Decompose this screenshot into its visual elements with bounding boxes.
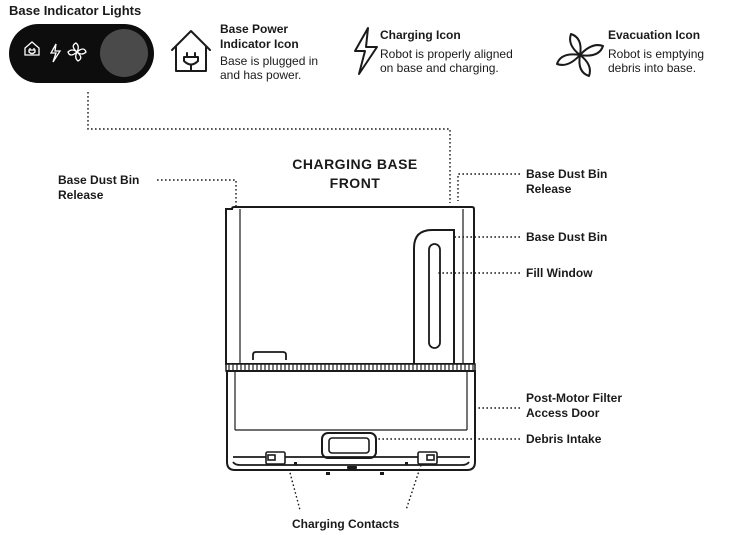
charging-icon-description: Robot is properly aligned on base and ch…	[380, 47, 513, 75]
indicator-light-panel	[9, 24, 154, 83]
callout-dust-bin-release-left: Base Dust Bin Release	[58, 173, 140, 202]
leader-contact-left	[288, 468, 301, 511]
knurled-band	[225, 363, 476, 372]
fill-window-frame	[413, 229, 455, 364]
indicator-panel-title: Base Indicator Lights	[9, 3, 142, 18]
indicator-charging-icon	[49, 43, 62, 63]
leader-dust-bin-release-left	[157, 179, 237, 206]
house-plug-icon	[171, 30, 211, 72]
base-title: CHARGING BASE FRONT	[292, 156, 418, 191]
callout-post-motor-filter: Post-Motor Filter Access Door	[526, 391, 622, 420]
bin-handle	[252, 351, 287, 360]
callout-debris-intake: Debris Intake	[526, 432, 602, 446]
indicator-fan-icon	[67, 42, 87, 62]
power-icon-description: Base is plugged in and has power.	[220, 54, 319, 82]
callout-fill-window: Fill Window	[526, 266, 593, 280]
panel-connector	[87, 92, 451, 203]
left-charging-contact	[265, 451, 286, 465]
fill-window	[428, 243, 441, 349]
evacuation-icon-description: Robot is emptying debris into base.	[608, 47, 705, 75]
lower-body	[226, 370, 476, 471]
callout-dust-bin-release-right: Base Dust Bin Release	[526, 167, 608, 196]
indicator-button	[100, 29, 148, 77]
callout-charging-contacts: Charging Contacts	[292, 517, 400, 531]
evacuation-icon-title: Evacuation Icon	[608, 28, 701, 42]
indicator-power-icon	[24, 41, 40, 56]
upper-body	[225, 206, 475, 365]
lightning-bolt-icon	[354, 27, 378, 75]
leader-contact-right	[405, 464, 422, 511]
charging-base	[225, 206, 476, 475]
charging-icon-title: Charging Icon	[380, 28, 461, 42]
right-charging-contact	[417, 451, 438, 465]
evacuation-fan-icon	[556, 33, 604, 77]
callout-leaders	[157, 173, 520, 511]
callout-dust-bin: Base Dust Bin	[526, 230, 608, 244]
leader-dust-bin-release-right	[457, 173, 520, 201]
debris-intake	[321, 432, 377, 459]
power-icon-title: Base Power Indicator Icon	[220, 22, 299, 51]
